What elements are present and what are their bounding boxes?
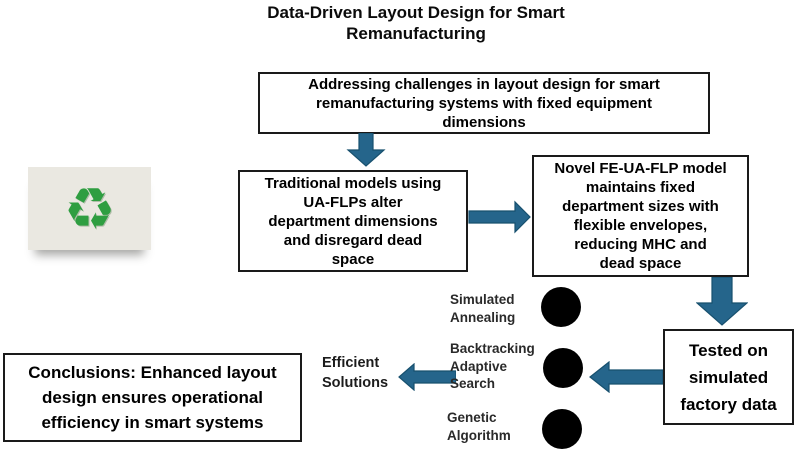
arrow-left-tested-to-algorithms (589, 361, 663, 393)
recycle-image-card: ♻ (28, 167, 151, 250)
gear-icon (542, 347, 584, 389)
box-novel-model: Novel FE-UA-FLP model maintains fixed de… (532, 155, 749, 277)
label-simulated-annealing: Simulated Annealing (450, 292, 516, 325)
box-challenge: Addressing challenges in layout design f… (258, 72, 710, 134)
arrow-down-novel-to-tested (696, 277, 748, 326)
label-efficient-solutions: Efficient Solutions (322, 355, 389, 391)
box-tested-on-data: Tested on simulated factory data (663, 329, 794, 425)
label-backtracking-adaptive-search: Backtracking Adaptive Search (450, 341, 535, 391)
arrow-left-algorithms-to-efficient (398, 363, 456, 391)
gear-icon (541, 408, 583, 450)
page-title: Data-Driven Layout Design for Smart Rema… (267, 3, 565, 43)
box-traditional-models: Traditional models using UA-FLPs alter d… (238, 170, 468, 272)
arrow-down-challenge-to-traditional (346, 133, 386, 167)
recycle-icon: ♻ (63, 174, 116, 243)
label-genetic-algorithm: Genetic Algorithm (447, 410, 511, 443)
box-conclusions: Conclusions: Enhanced layout design ensu… (3, 353, 302, 442)
arrow-right-traditional-to-novel (468, 200, 531, 234)
gear-icon (540, 286, 582, 328)
